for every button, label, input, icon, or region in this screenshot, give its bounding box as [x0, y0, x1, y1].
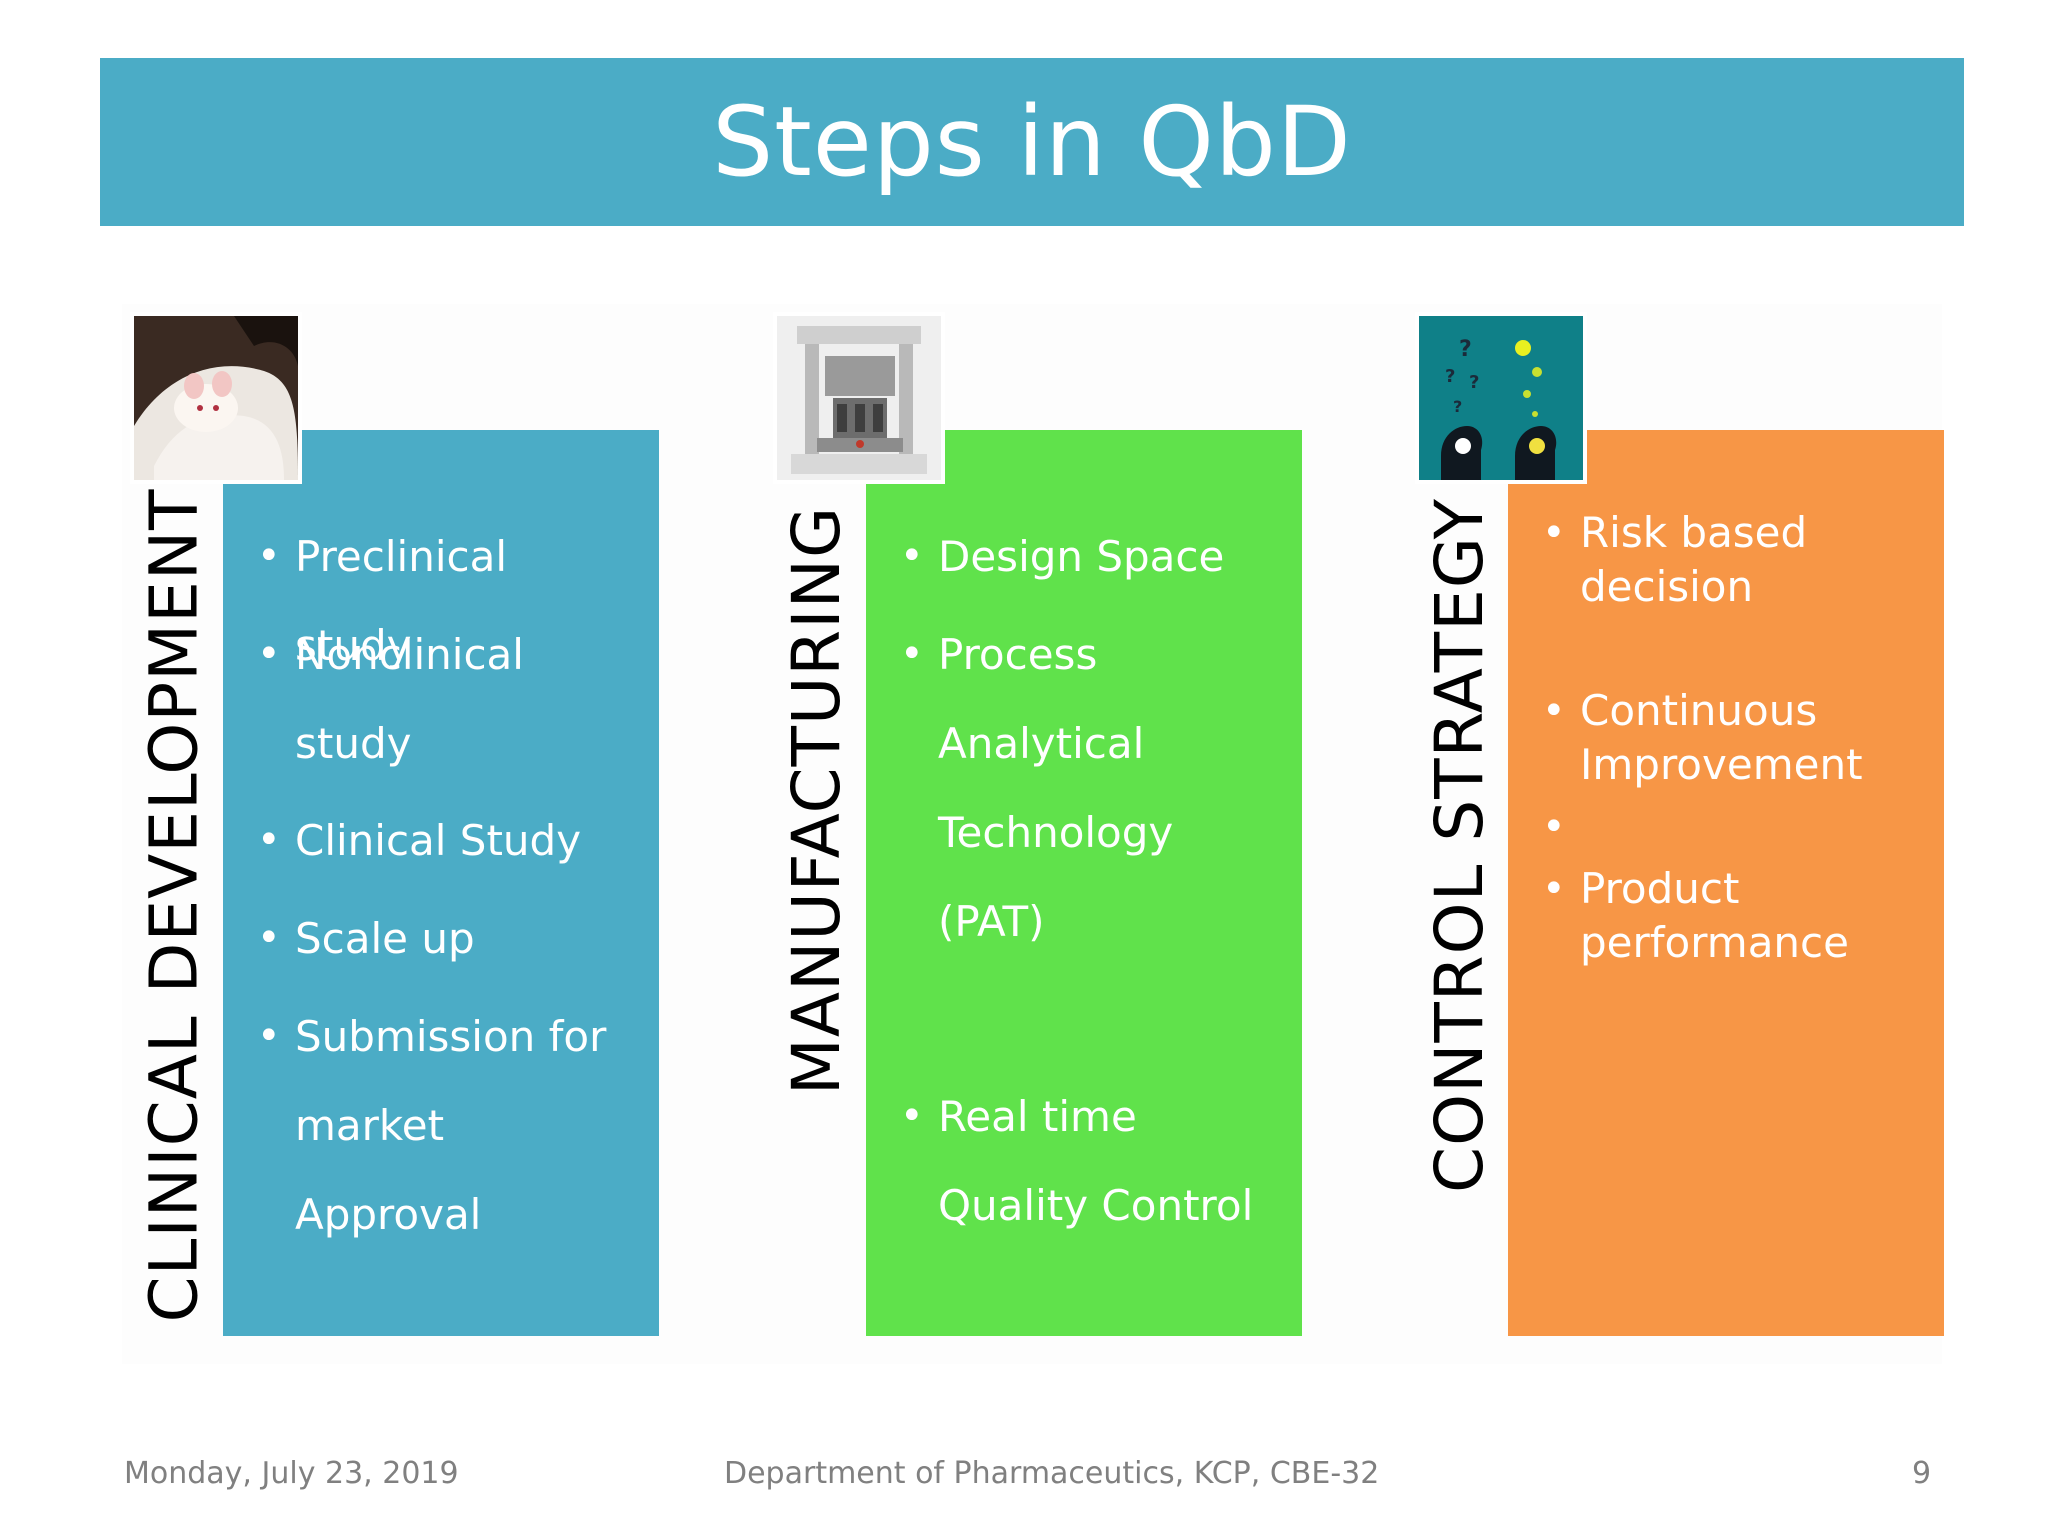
bullet-item: Scale up: [257, 894, 635, 983]
footer-date: Monday, July 23, 2019: [124, 1456, 459, 1491]
tablet-press-image: [773, 312, 945, 484]
panel-control-strategy: Risk based decision Continuous Improveme…: [1508, 430, 1944, 1336]
bullet-item: Real time Quality Control: [900, 1072, 1278, 1250]
bullet-item: Risk based decision: [1542, 506, 1920, 614]
bullet-item: Submission for market Approval: [257, 992, 635, 1259]
svg-text:?: ?: [1459, 337, 1472, 362]
footer-department: Department of Pharmaceutics, KCP, CBE-32: [724, 1456, 1380, 1491]
column-label-clinical-development: CLINICAL DEVELOPMENT: [129, 488, 219, 1322]
slide-title: Steps in QbD: [712, 86, 1352, 198]
column-label-manufacturing: MANUFACTURING: [772, 505, 862, 1095]
panel-manufacturing: Design Space Process Analytical Technolo…: [866, 430, 1302, 1336]
column-label-text: MANUFACTURING: [778, 505, 856, 1095]
bullet-item: Product performance: [1542, 862, 1920, 970]
bullet-item: Clinical Study: [257, 796, 635, 885]
tablet-press-machine-icon: [777, 316, 941, 480]
title-banner: Steps in QbD: [100, 58, 1964, 226]
lab-mouse-icon: [134, 316, 298, 480]
question-lightbulb-icon: ? ? ? ?: [1419, 316, 1583, 480]
bullet-item: Process Analytical Technology (PAT): [900, 610, 1278, 966]
thinking-heads-image: ? ? ? ?: [1415, 312, 1587, 484]
bullet-item: Continuous Improvement: [1542, 684, 1920, 792]
bullet-item: Design Space: [900, 512, 1278, 601]
column-label-text: CLINICAL DEVELOPMENT: [135, 487, 213, 1323]
column-label-text: CONTROL STRATEGY: [1420, 497, 1498, 1193]
lab-mouse-image: [130, 312, 302, 484]
panel-clinical-development: Preclinical study Nonclinical study Clin…: [223, 430, 659, 1336]
slide-number: 9: [1912, 1456, 1932, 1491]
svg-text:?: ?: [1469, 372, 1479, 393]
svg-text:?: ?: [1453, 397, 1462, 416]
bullet-item: Nonclinical study: [257, 610, 635, 788]
column-label-control-strategy: CONTROL STRATEGY: [1414, 498, 1504, 1193]
svg-text:?: ?: [1445, 366, 1455, 387]
